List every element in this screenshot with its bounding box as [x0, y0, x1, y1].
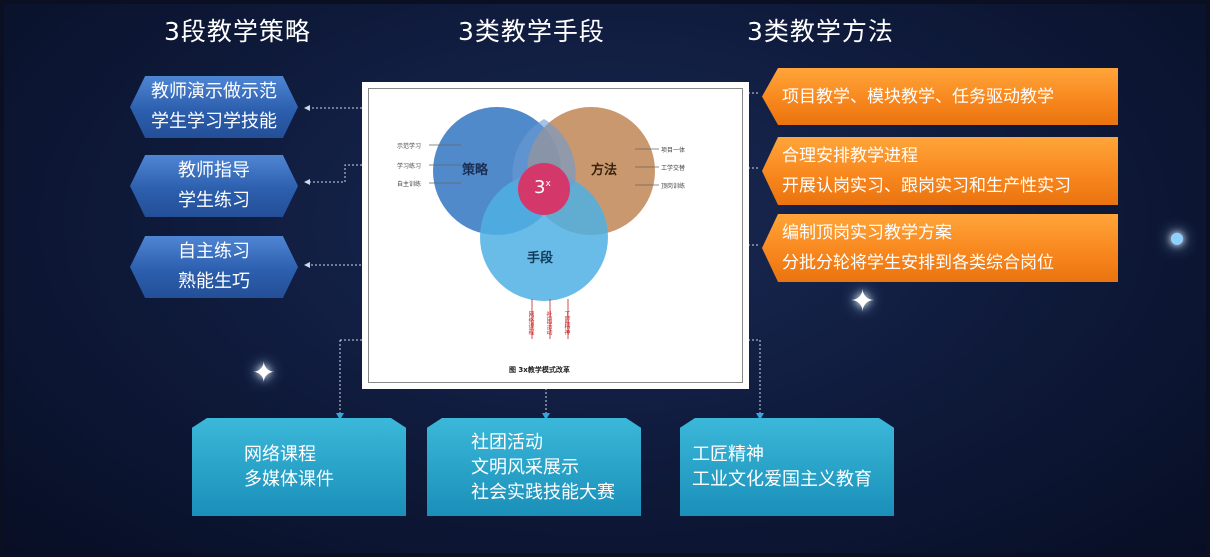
sparkle-icon: ✦: [850, 284, 876, 319]
venn-note-right: 项目一体: [661, 147, 686, 154]
strategy-line: 自主练习: [178, 241, 250, 262]
venn-note-left: 自主训练: [397, 181, 422, 188]
method-line: 编制顶岗实习教学方案: [782, 223, 952, 243]
venn-label-means: 手段: [527, 251, 554, 266]
strategy-line: 教师演示做示范: [151, 81, 277, 102]
means-line: 工匠精神: [692, 444, 764, 465]
strategy-line: 熟能生巧: [178, 271, 250, 292]
means-line: 社团活动: [471, 431, 543, 453]
method-line: 项目教学、模块教学、任务驱动教学: [782, 86, 1054, 107]
means-line: 社会实践技能大赛: [471, 481, 615, 503]
strategy-line: 学生学习学技能: [151, 111, 277, 132]
venn-figure: 策略 方法 手段 3x 示范学习 学习练习 自主训练 项目一体 工学交替 顶岗训…: [362, 82, 749, 389]
means-box-2: 社团活动 文明风采展示 社会实践技能大赛: [427, 418, 641, 516]
strategy-line: 学生练习: [178, 190, 250, 211]
venn-circle-means: [480, 173, 608, 301]
means-line: 工业文化爱国主义教育: [692, 469, 872, 490]
means-box-1: 网络课程 多媒体课件: [192, 418, 406, 516]
sparkle-icon: ●: [1170, 228, 1184, 247]
strategy-line: 教师指导: [178, 160, 250, 181]
venn-caption: 图 3x教学模式改革: [509, 366, 570, 374]
venn-note-left: 学习练习: [397, 163, 422, 170]
venn-label-strategy: 策略: [462, 163, 489, 178]
means-line: 文明风采展示: [471, 456, 579, 478]
venn-note-left: 示范学习: [397, 143, 422, 150]
heading-methods: 3类教学方法: [747, 17, 894, 46]
venn-label-methods: 方法: [591, 163, 618, 178]
venn-note-bottom: 社团活动: [545, 311, 552, 335]
means-line: 多媒体课件: [244, 469, 334, 490]
strategy-box-1: 教师演示做示范 学生学习学技能: [130, 76, 298, 138]
venn-center-sup: x: [545, 179, 551, 189]
strategy-box-2: 教师指导 学生练习: [130, 155, 298, 217]
heading-strategy: 3段教学策略: [164, 17, 311, 46]
venn-center-base: 3: [534, 177, 546, 198]
method-box-2: 合理安排教学进程 开展认岗实习、跟岗实习和生产性实习: [762, 137, 1118, 205]
venn-center: [518, 163, 570, 215]
venn-note-right: 工学交替: [661, 165, 686, 172]
method-box-1: 项目教学、模块教学、任务驱动教学: [762, 68, 1118, 125]
venn-diagram: [429, 107, 659, 339]
sparkle-icon: ✦: [252, 356, 276, 389]
venn-note-bottom: 工匠精神: [563, 311, 570, 335]
venn-note-right: 顶岗训练: [661, 183, 686, 190]
method-box-3: 编制顶岗实习教学方案 分批分轮将学生安排到各类综合岗位: [762, 214, 1118, 282]
method-line: 开展认岗实习、跟岗实习和生产性实习: [782, 176, 1071, 196]
method-line: 合理安排教学进程: [782, 146, 918, 166]
venn-center-label: 3x: [534, 177, 551, 198]
method-line: 分批分轮将学生安排到各类综合岗位: [782, 253, 1054, 273]
means-box-3: 工匠精神 工业文化爱国主义教育: [680, 418, 894, 516]
strategy-box-3: 自主练习 熟能生巧: [130, 236, 298, 298]
means-line: 网络课程: [244, 444, 316, 465]
venn-note-bottom: 网络课程: [527, 311, 534, 335]
heading-means: 3类教学手段: [458, 17, 605, 46]
